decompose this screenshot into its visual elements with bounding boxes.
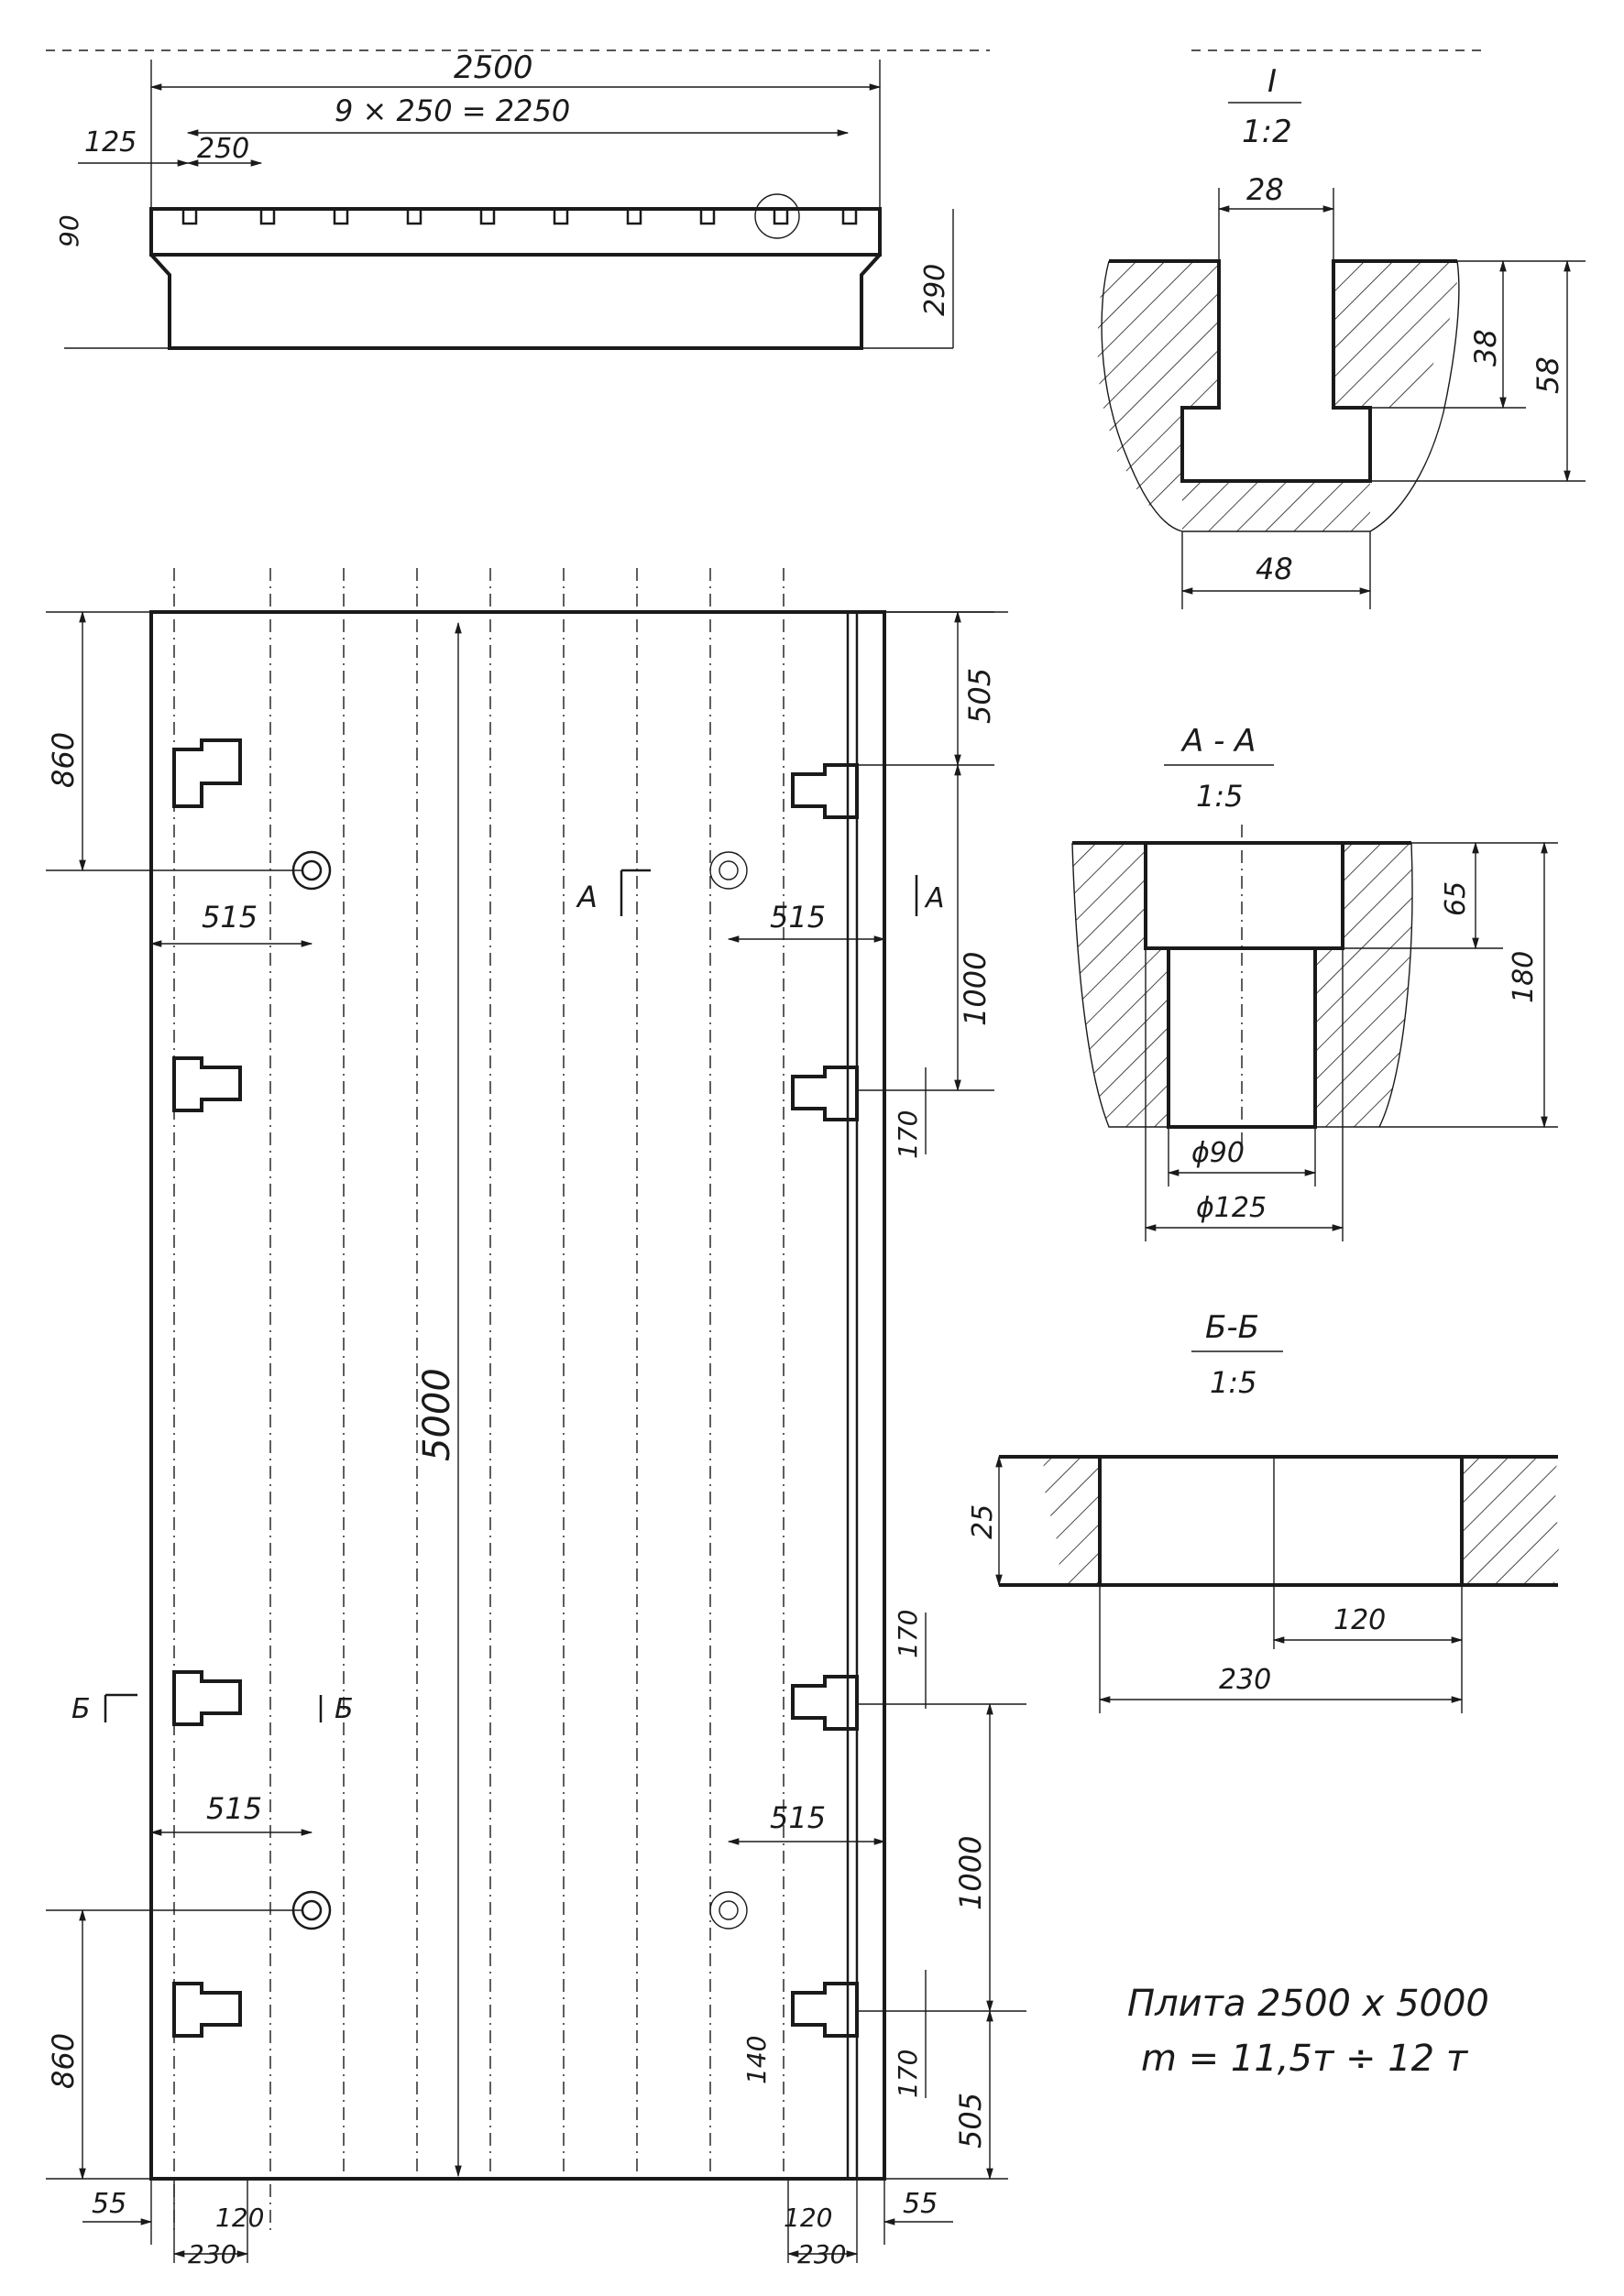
dim-slot-pitch: 9 × 250 = 2250 [335,93,570,128]
left-slots [172,738,242,2038]
dim-120-bb: 120 [1333,1604,1386,1636]
dim-170-c: 170 [893,2050,923,2098]
dim-290: 290 [919,264,951,316]
dim-505-bottom: 505 [953,2093,988,2148]
top-profile-view: 2500 9 × 250 = 2250 125 250 90 290 [46,49,1485,350]
dim-38: 38 [1468,329,1503,366]
dim-25: 25 [967,1504,999,1539]
section-AA-scale: 1:5 [1196,779,1244,814]
dim-230-bb: 230 [1219,1664,1271,1696]
caption: Плита 2500 х 5000 m = 11,5т ÷ 12 т [1127,1983,1489,2080]
slot-markers [181,193,858,239]
dim-515-lt: 515 [202,900,258,935]
detail-I: I 1:2 28 48 38 58 [1097,63,1586,609]
section-mark-A-right: А [924,882,945,914]
section-BB-scale: 1:5 [1210,1365,1257,1400]
dim-250: 250 [197,133,249,165]
section-mark-B-left: Б [71,1693,91,1725]
dim-55-right: 55 [903,2188,938,2220]
plan-view: 5000 860 860 515 515 515 515 А А Б Б 505 [46,568,1026,2269]
dim-5000: 5000 [416,1368,458,1461]
section-mark-B-right: Б [335,1693,354,1725]
dim-515-rt: 515 [770,900,826,935]
detail-I-title: I [1267,63,1277,100]
dim-230-right: 230 [797,2239,846,2269]
dim-125: 125 [84,126,137,159]
section-mark-A-left: А [576,880,598,914]
detail-I-scale: 1:2 [1242,114,1292,150]
dim-28: 28 [1246,172,1284,207]
dim-2500: 2500 [454,49,533,86]
dim-505-top: 505 [962,668,997,724]
dim-515-lb: 515 [206,1791,262,1826]
dim-55-left: 55 [92,2188,126,2220]
section-B-B: Б-Б 1:5 25 120 230 [967,1309,1559,1713]
dim-90: 90 [54,214,84,247]
section-AA-title: А - А [1180,723,1256,760]
caption-mass: m = 11,5т ÷ 12 т [1141,2038,1469,2080]
dim-d90: ϕ90 [1191,1137,1245,1169]
dim-180: 180 [1508,951,1540,1003]
dim-140: 140 [741,2036,772,2084]
section-BB-title: Б-Б [1205,1309,1259,1346]
dim-1000-bottom: 1000 [953,1836,988,1910]
dim-1000-top: 1000 [958,952,993,1026]
section-A-A: А - А 1:5 65 180 ϕ90 ϕ125 [1071,723,1558,1241]
dim-860-bottom: 860 [46,2033,81,2089]
holes [291,850,748,1930]
dim-65: 65 [1440,881,1472,916]
dim-48: 48 [1256,552,1293,586]
dim-860-top: 860 [46,732,81,788]
dim-120-right: 120 [784,2203,832,2233]
caption-title: Плита 2500 х 5000 [1127,1983,1489,2025]
dim-230-left: 230 [188,2239,236,2269]
dim-120-left: 120 [215,2203,264,2233]
dim-d125: ϕ125 [1196,1192,1267,1224]
dim-515-rb: 515 [770,1800,826,1835]
right-slots [791,763,859,2038]
dim-58: 58 [1531,356,1565,394]
dim-170-b: 170 [893,1610,923,1658]
dim-170-a: 170 [893,1110,923,1159]
